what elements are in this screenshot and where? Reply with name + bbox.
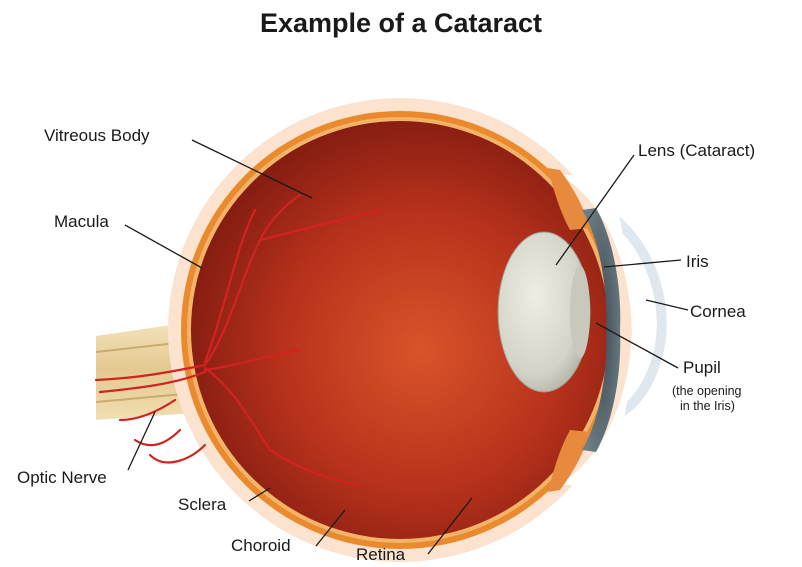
label-lens-cataract: Lens (Cataract) xyxy=(638,141,755,160)
label-pupil: Pupil xyxy=(683,358,721,377)
lens-front-surface xyxy=(570,266,590,358)
label-macula: Macula xyxy=(54,212,109,231)
label-cornea: Cornea xyxy=(690,302,746,321)
label-sclera: Sclera xyxy=(178,495,227,514)
label-pupil-note-line1: (the opening xyxy=(672,384,742,398)
label-optic-nerve: Optic Nerve xyxy=(17,468,107,487)
label-vitreous-body: Vitreous Body xyxy=(44,126,150,145)
label-choroid: Choroid xyxy=(231,536,291,555)
label-iris: Iris xyxy=(686,252,709,271)
label-retina: Retina xyxy=(356,545,406,564)
label-pupil-note-line2: in the Iris) xyxy=(680,399,735,413)
